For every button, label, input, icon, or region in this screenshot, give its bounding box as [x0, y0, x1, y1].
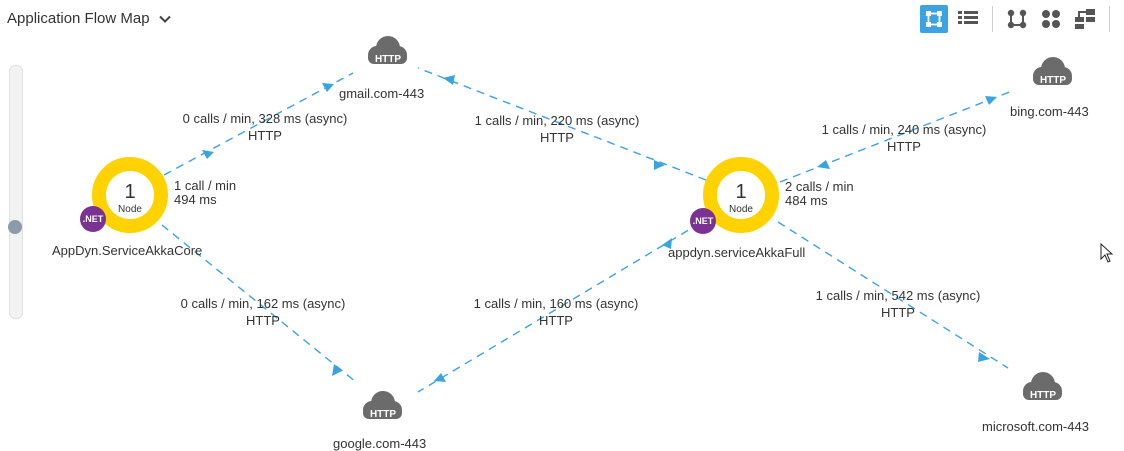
node-response-time: 494 ms	[174, 192, 217, 207]
edge-rate: 1 calls / min, 220 ms (async)	[474, 113, 640, 128]
edge-rate: 0 calls / min, 328 ms (async)	[182, 111, 348, 126]
edge-arrow	[654, 160, 665, 170]
edge-rate: 1 calls / min, 240 ms (async)	[821, 122, 987, 137]
edge-arrow	[434, 373, 446, 382]
node-response-time: 484 ms	[785, 193, 828, 208]
dotnet-badge	[80, 206, 106, 232]
node-name[interactable]: appdyn.serviceAkkaFull	[668, 245, 806, 260]
edge-core-to-gmail	[163, 72, 354, 176]
edge-label[interactable]: 1 calls / min, 240 ms (async) HTTP	[804, 121, 1004, 155]
zoom-slider-handle[interactable]	[8, 220, 22, 234]
edge-rate: 1 calls / min, 542 ms (async)	[815, 288, 981, 303]
edge-arrow	[332, 364, 342, 376]
backend-name[interactable]: gmail.com-443	[339, 86, 425, 101]
edge-arrow	[322, 83, 334, 92]
edge-full-to-microsoft	[777, 221, 1009, 369]
connections-button[interactable]	[1003, 5, 1031, 33]
backend-type: HTTP	[370, 409, 396, 420]
dotnet-badge	[690, 208, 716, 234]
backend-type: HTTP	[1030, 390, 1056, 401]
edge-arrow	[817, 160, 830, 169]
edge-protocol: HTTP	[881, 305, 915, 320]
edge-label[interactable]: 0 calls / min, 162 ms (async) HTTP	[163, 295, 363, 329]
cluster-icon	[1042, 10, 1060, 28]
flow-map-header[interactable]: Application Flow Map	[7, 10, 172, 27]
layout-button[interactable]	[1071, 5, 1099, 33]
cluster-button[interactable]	[1037, 5, 1065, 33]
backend-name[interactable]: google.com-443	[333, 436, 427, 451]
node-unit: Node	[118, 204, 142, 215]
edge-full-to-gmail	[417, 67, 707, 181]
edge-arrow	[985, 96, 997, 105]
zoom-slider-track[interactable]	[9, 65, 23, 319]
edge-arrow	[443, 75, 455, 85]
node-count: 1	[124, 181, 135, 203]
flow-map-view-button[interactable]	[920, 5, 948, 33]
backend-name[interactable]: microsoft.com-443	[982, 419, 1089, 434]
edge-rate: 0 calls / min, 162 ms (async)	[180, 296, 346, 311]
node-count: 1	[735, 181, 746, 203]
view-toolbar	[920, 5, 1114, 33]
node-unit: Node	[729, 204, 753, 215]
layout-icon	[1075, 9, 1095, 29]
mouse-cursor-icon	[1100, 243, 1114, 263]
edge-arrow	[978, 352, 990, 362]
edge-label[interactable]: 1 calls / min, 220 ms (async) HTTP	[457, 112, 657, 146]
connections-icon	[1007, 9, 1027, 29]
node-calls: 1 call / min	[174, 178, 237, 193]
toolbar-divider-2	[1109, 6, 1110, 32]
edge-protocol: HTTP	[887, 139, 921, 154]
toolbar-divider	[992, 6, 993, 32]
list-view-icon	[958, 11, 978, 24]
flow-map-view-icon	[926, 11, 942, 27]
edge-label[interactable]: 0 calls / min, 328 ms (async) HTTP	[165, 110, 365, 144]
node-ring	[92, 157, 168, 233]
dotnet-badge-label: .NET	[693, 216, 714, 226]
node-calls: 2 calls / min	[785, 179, 854, 194]
edge-protocol: HTTP	[246, 313, 280, 328]
backend-type: HTTP	[1040, 75, 1066, 86]
edge-protocol: HTTP	[248, 128, 282, 143]
flow-map-title: Application Flow Map	[7, 10, 150, 27]
node-ring	[703, 157, 779, 233]
chevron-down-icon[interactable]	[158, 12, 172, 26]
dotnet-badge-label: .NET	[83, 214, 104, 224]
edge-label[interactable]: 1 calls / min, 160 ms (async) HTTP	[456, 295, 656, 329]
edge-arrow	[202, 150, 214, 159]
edge-protocol: HTTP	[539, 313, 573, 328]
edge-protocol: HTTP	[540, 130, 574, 145]
list-view-button[interactable]	[954, 5, 982, 33]
edge-arrow	[662, 238, 672, 249]
node-name[interactable]: AppDyn.ServiceAkkaCore	[52, 243, 203, 258]
backend-type: HTTP	[375, 54, 401, 65]
backend-name[interactable]: bing.com-443	[1010, 104, 1089, 119]
edge-label[interactable]: 1 calls / min, 542 ms (async) HTTP	[798, 287, 998, 321]
edge-rate: 1 calls / min, 160 ms (async)	[473, 296, 639, 311]
